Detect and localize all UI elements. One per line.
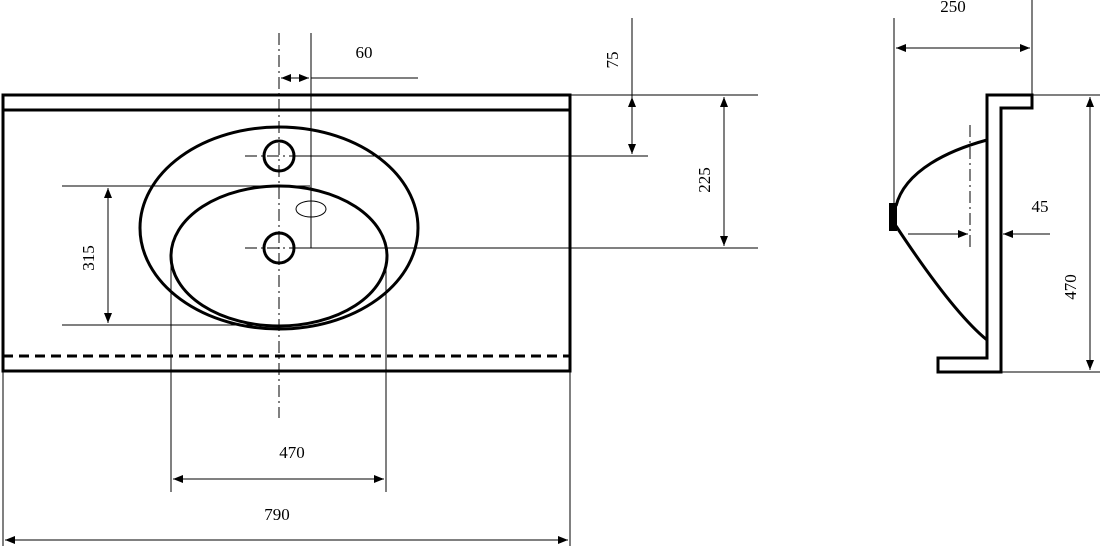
- dim-60-label: 60: [356, 43, 373, 62]
- dim-45-label: 45: [1032, 197, 1049, 216]
- dim-470-label: 470: [279, 443, 305, 462]
- dim-315-label: 315: [79, 245, 98, 271]
- basin-lower-curve: [894, 225, 988, 342]
- basin-upper-curve: [894, 138, 988, 207]
- dim-225-label: 225: [695, 167, 714, 193]
- dim-75-label: 75: [603, 52, 622, 69]
- front-edge-block: [889, 203, 897, 231]
- dim-790-label: 790: [264, 505, 290, 524]
- dim-height-label: 470: [1061, 274, 1080, 300]
- countertop-outline: [1, 93, 572, 373]
- side-view: 250 45 470: [889, 0, 1100, 374]
- front-view: 60 75 225 315 470 790: [1, 18, 758, 546]
- dim-250-label: 250: [940, 0, 966, 16]
